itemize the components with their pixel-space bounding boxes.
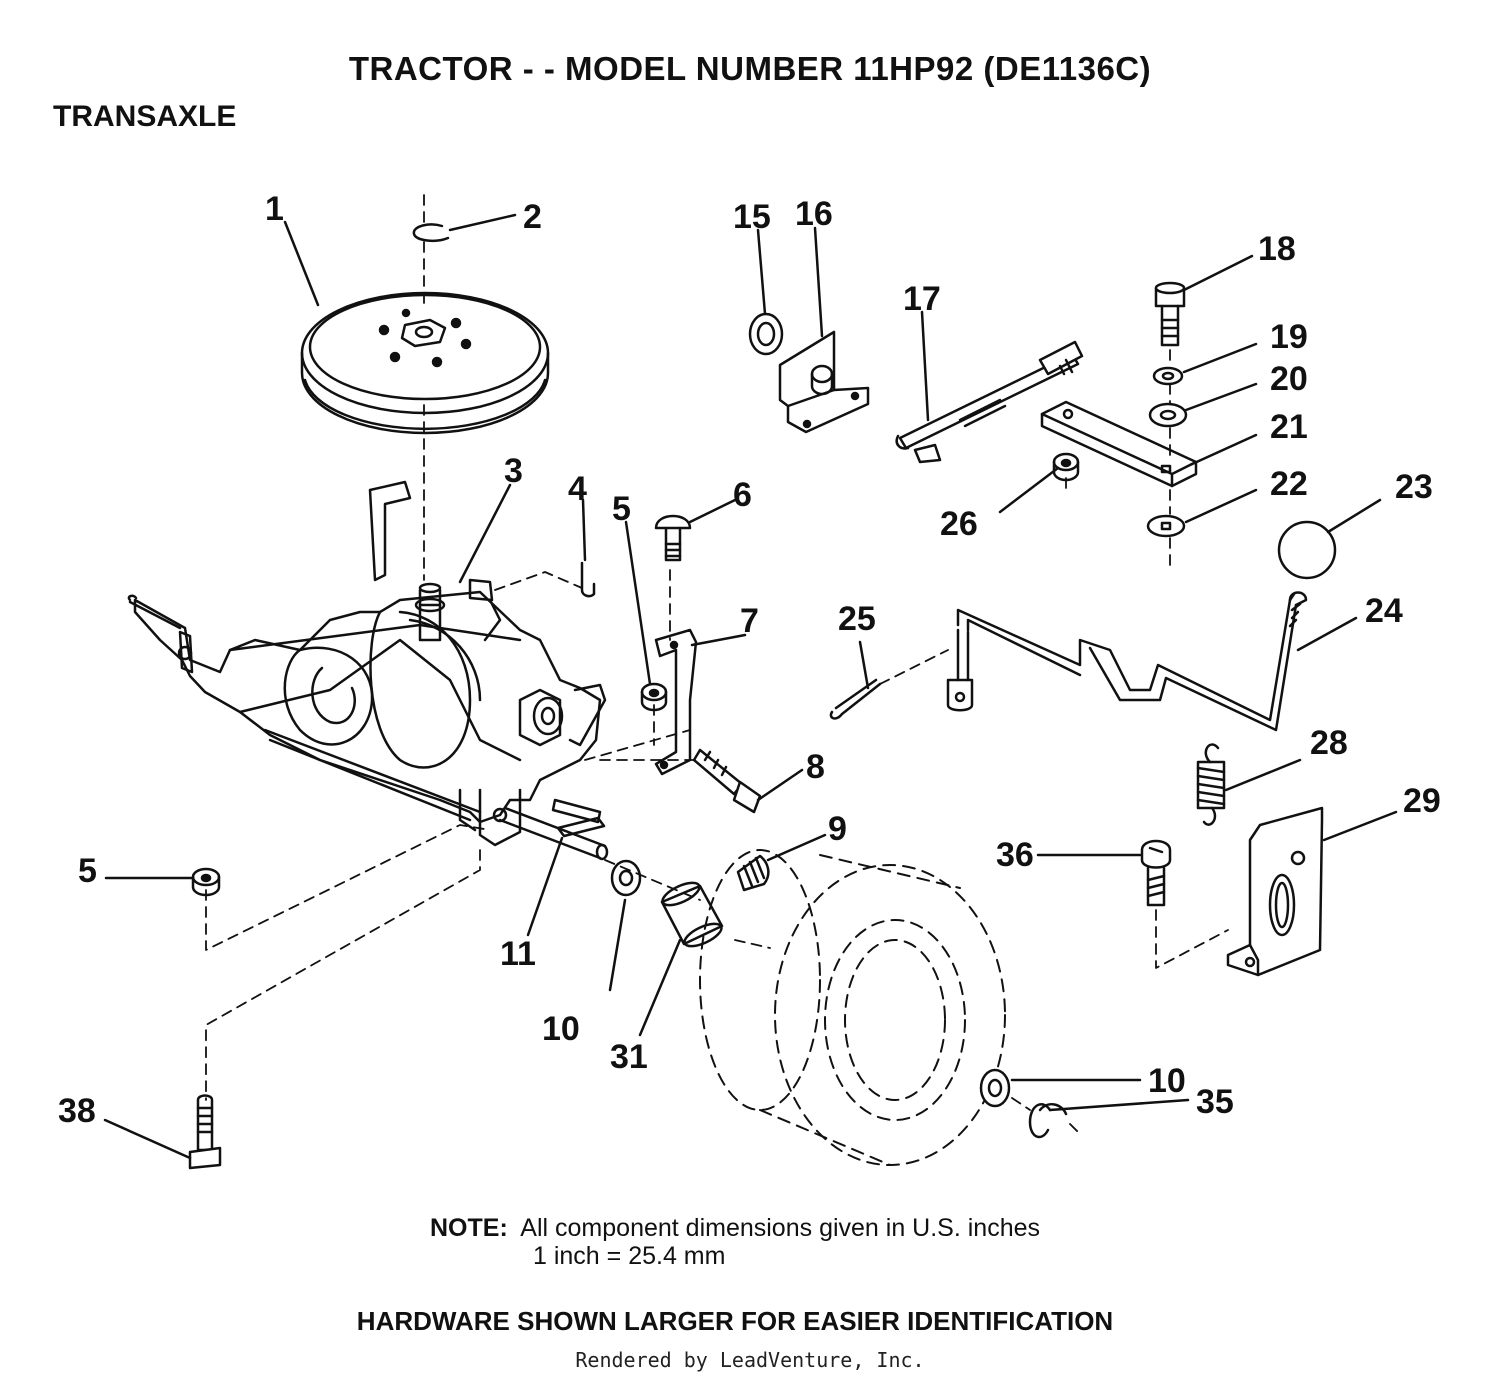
retaining-clip-part	[1028, 1102, 1068, 1139]
flat-washer-part	[1148, 402, 1188, 428]
clip-part	[412, 223, 450, 243]
hardware-footer: HARDWARE SHOWN LARGER FOR EASIER IDENTIF…	[356, 1306, 1114, 1336]
hex-bolt-part	[188, 1094, 222, 1170]
shift-lever-part	[946, 591, 1308, 732]
note-label: NOTE:	[430, 1214, 508, 1242]
callout-3: 3	[504, 452, 523, 490]
callout-25: 25	[838, 600, 876, 638]
hex-bolt-18-part	[1154, 281, 1186, 347]
callout-1: 1	[265, 190, 284, 228]
callout-6: 6	[733, 476, 752, 514]
angle-bracket-part	[778, 330, 870, 434]
callout-17: 17	[903, 280, 941, 318]
diagram-title: TRACTOR - - MODEL NUMBER 11HP92 (DE1136C…	[348, 50, 1152, 87]
callout-22: 22	[1270, 465, 1308, 503]
callout-26: 26	[940, 505, 978, 543]
callout-4: 4	[568, 470, 587, 508]
cotter-pin-part	[829, 678, 882, 720]
axle-key-part	[556, 816, 606, 838]
callout-38: 38	[58, 1092, 96, 1130]
callout-9: 9	[828, 810, 847, 848]
callout-19: 19	[1270, 318, 1308, 356]
callout-11: 11	[500, 935, 536, 973]
pulley-part	[300, 291, 550, 435]
callout-labels: 1 2 3 4 5 6 5 7 8 9 10 11 31 10 35 36 38…	[58, 190, 1441, 1130]
callout-18: 18	[1258, 230, 1296, 268]
washer-part	[610, 859, 642, 897]
callout-28: 28	[1310, 724, 1348, 762]
callout-35: 35	[1196, 1083, 1234, 1121]
transaxle-part	[127, 480, 609, 861]
callout-15: 15	[733, 198, 771, 236]
callout-29: 29	[1403, 782, 1441, 820]
lock-washer-part	[1152, 366, 1184, 386]
callout-21: 21	[1270, 408, 1308, 446]
callout-7: 7	[740, 602, 759, 640]
callout-2: 2	[523, 198, 542, 236]
control-rod-part	[895, 340, 1084, 464]
callout-24: 24	[1365, 592, 1403, 630]
spacer-part	[660, 881, 724, 948]
callout-10a: 10	[542, 1010, 580, 1048]
square-washer-part	[1146, 514, 1186, 538]
plate-part	[1040, 400, 1198, 488]
key-part	[580, 561, 596, 598]
carriage-bolt-part	[654, 514, 692, 562]
bolt-part	[692, 748, 762, 814]
callout-36: 36	[996, 836, 1034, 874]
section-title: TRANSAXLE	[53, 100, 237, 133]
callout-20: 20	[1270, 360, 1308, 398]
bracket-part	[654, 628, 698, 776]
callout-23: 23	[1395, 468, 1433, 506]
screw-part	[1140, 839, 1172, 907]
nut-26-part	[1052, 452, 1080, 482]
washer-15-part	[748, 312, 784, 356]
wheel-part	[699, 849, 1006, 1166]
note-line-1: All component dimensions given in U.S. i…	[520, 1214, 1041, 1242]
spring-part	[736, 854, 770, 892]
callout-31: 31	[610, 1038, 648, 1076]
knob-part	[1277, 520, 1337, 580]
callout-10b: 10	[1148, 1062, 1186, 1100]
washer-right-part	[979, 1068, 1011, 1108]
callout-16: 16	[795, 195, 833, 233]
callout-8: 8	[806, 748, 825, 786]
mounting-bracket-part	[1226, 806, 1324, 977]
note-line-2: 1 inch = 25.4 mm	[533, 1242, 726, 1270]
callout-5a: 5	[612, 490, 631, 528]
dimensions-note: NOTE: All component dimensions given in …	[430, 1214, 1040, 1270]
callout-5b: 5	[78, 852, 97, 890]
credit-line: Rendered by LeadVenture, Inc.	[575, 1348, 925, 1372]
extension-spring-part	[1196, 743, 1226, 826]
